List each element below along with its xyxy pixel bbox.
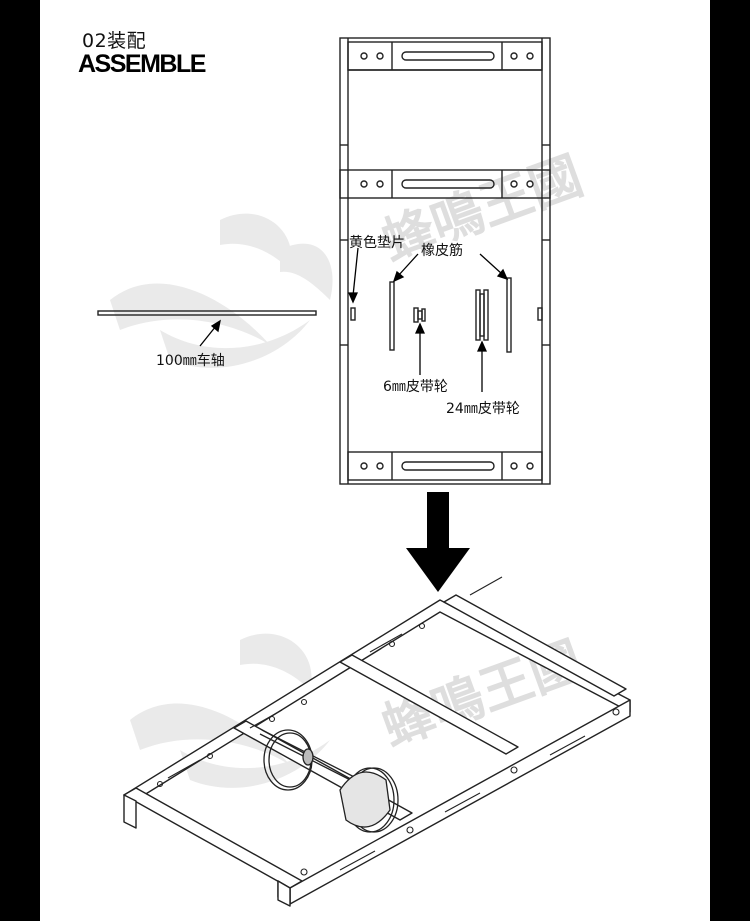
step-subtitle: ASSEMBLE bbox=[78, 50, 206, 78]
front-left-beam bbox=[123, 787, 303, 889]
step-number-title: 02装配 bbox=[82, 30, 147, 52]
cross-beam-middle bbox=[339, 169, 551, 199]
assembled-view bbox=[123, 576, 631, 907]
rear-beam bbox=[443, 594, 627, 697]
pulley-24mm-part bbox=[475, 289, 489, 341]
exploded-view bbox=[97, 37, 551, 592]
small-pulley bbox=[302, 748, 314, 766]
watermark-logo bbox=[110, 213, 333, 788]
front-rail bbox=[289, 699, 631, 905]
axle-100mm-part bbox=[97, 310, 317, 316]
label-yellow-washer: 黄色垫片 bbox=[349, 235, 405, 251]
cross-beam-bottom bbox=[347, 451, 543, 481]
rubber-band-right bbox=[506, 277, 512, 353]
cross-beam-top bbox=[347, 41, 543, 71]
frame-outline bbox=[339, 37, 551, 485]
assembly-canvas: 蜂鳴王國 蜂鳴王國 02装配 ASSEMBLE bbox=[40, 0, 710, 921]
label-pulley-6mm: 6㎜皮带轮 bbox=[383, 379, 448, 395]
label-rubber-band: 橡皮筋 bbox=[421, 243, 463, 259]
label-pulley-24mm: 24㎜皮带轮 bbox=[446, 401, 520, 417]
rubber-band-left bbox=[389, 281, 395, 351]
axle-assembly bbox=[259, 729, 399, 833]
assembly-arrow bbox=[406, 492, 470, 592]
pulley-6mm-part bbox=[413, 307, 426, 323]
middle-beam-2 bbox=[339, 654, 519, 755]
label-axle: 100㎜车轴 bbox=[156, 353, 225, 369]
